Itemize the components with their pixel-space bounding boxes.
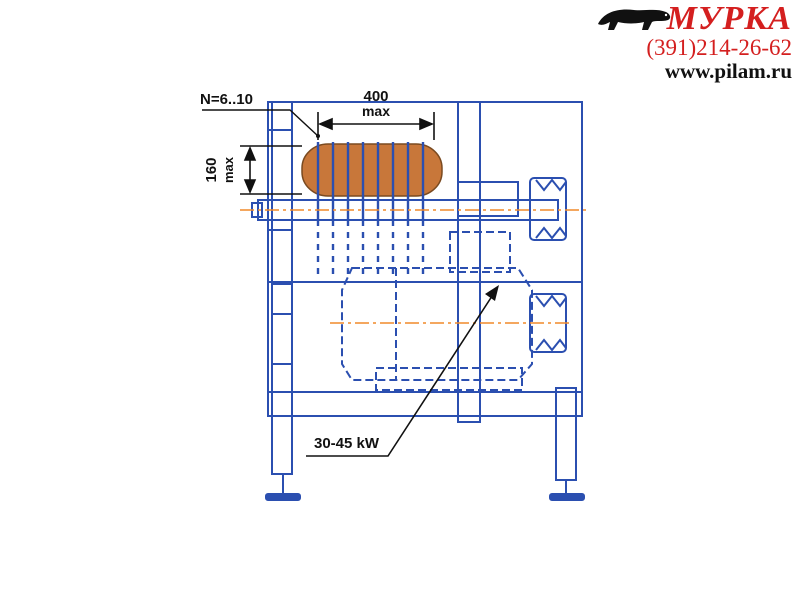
brand-name: МУРКА <box>666 0 792 37</box>
width-value: 400 <box>363 88 388 105</box>
power-leader <box>306 289 497 457</box>
right-leg <box>555 387 577 481</box>
brand-site: www.pilam.ru <box>664 59 792 83</box>
height-unit: max <box>221 156 236 183</box>
brand-phone: (391)214-26-62 <box>646 35 792 60</box>
height-value: 160 <box>203 157 220 182</box>
height-dimension <box>240 145 302 195</box>
power-label: 30-45 kW <box>314 435 380 452</box>
saw-count-label: N=6..10 <box>200 91 253 108</box>
left-column <box>271 101 293 475</box>
width-unit: max <box>362 103 390 119</box>
panther-logo-icon <box>596 2 674 37</box>
motor <box>341 231 533 391</box>
brand-block: МУРКА (391)214-26-62 www.pilam.ru <box>572 0 792 83</box>
middle-column <box>457 101 481 423</box>
log-workpiece <box>301 143 443 197</box>
feet <box>265 474 585 501</box>
saw-count-leader <box>202 109 319 137</box>
